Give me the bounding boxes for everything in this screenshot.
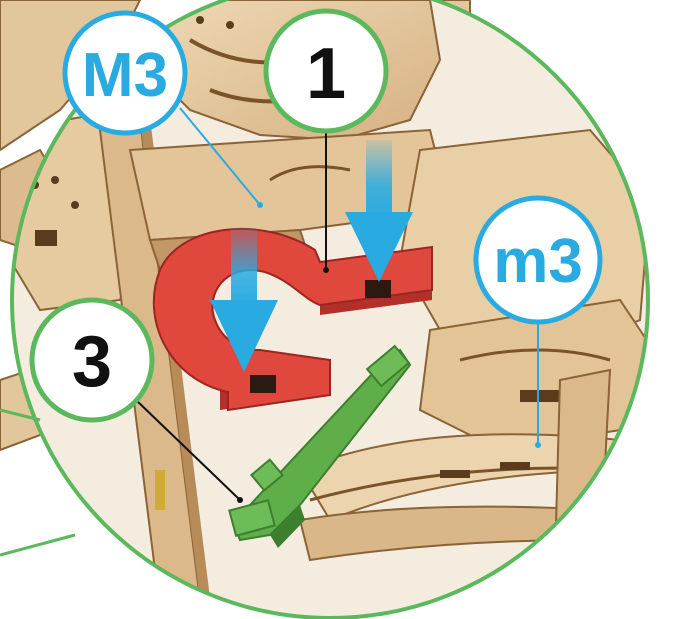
callout-label-m3-lower: m3: [493, 227, 583, 296]
callout-part-3: 3: [32, 300, 152, 420]
callout-label-m3-upper: M3: [82, 41, 168, 110]
callout-label-part-1: 1: [306, 34, 346, 114]
callout-m3-upper: M3: [65, 13, 185, 133]
callout-m3-lower: m3: [476, 198, 600, 322]
callout-part-1: 1: [266, 11, 386, 131]
callout-label-part-3: 3: [72, 322, 112, 402]
detail-leader-line: [0, 535, 75, 555]
